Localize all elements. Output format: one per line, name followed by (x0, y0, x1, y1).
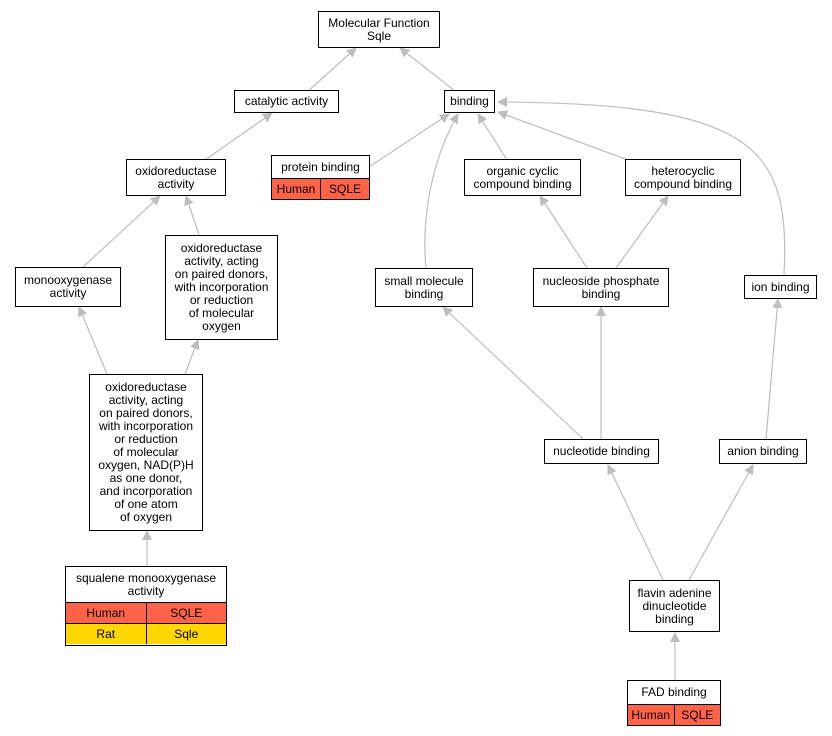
annotation-row-human: Human SQLE (272, 178, 369, 199)
node-flavin-label: flavin adenine dinucleotide binding (637, 585, 712, 626)
node-anion-binding[interactable]: anion binding (719, 439, 807, 464)
node-oxidoreductase-nadph-label: oxidoreductase activity, acting on paire… (98, 380, 194, 524)
species-cell: Rat (66, 624, 146, 644)
node-catalytic-activity[interactable]: catalytic activity (234, 90, 339, 113)
edge-protein-to-binding (368, 113, 450, 168)
node-nucleotide-binding-label: nucleotide binding (553, 444, 650, 458)
node-nucleotide-binding[interactable]: nucleotide binding (544, 439, 659, 464)
edge-nadph-to-paired (184, 339, 200, 375)
node-binding[interactable]: binding (444, 90, 495, 113)
edge-organic-to-binding (477, 113, 508, 161)
edge-oxidoreductase-to-catalytic (204, 112, 273, 161)
node-anion-binding-label: anion binding (727, 444, 799, 458)
node-heterocyclic-label: heterocyclic compound binding (633, 163, 733, 191)
node-oxidoreductase-paired-label: oxidoreductase activity, acting on paire… (174, 241, 269, 333)
gene-cell: Sqle (145, 624, 226, 644)
gene-cell: SQLE (320, 179, 369, 199)
node-flavin-adenine-dinucleotide-binding[interactable]: flavin adenine dinucleotide binding (629, 580, 720, 632)
edge-monooxygenase-to-oxidoreductase (82, 195, 161, 268)
node-protein-binding[interactable]: protein binding Human SQLE (271, 155, 370, 200)
node-squalene-monooxygenase-activity[interactable]: squalene monooxygenase activity Human SQ… (65, 566, 227, 646)
species-cell: Human (628, 705, 674, 725)
node-heterocyclic-compound-binding[interactable]: heterocyclic compound binding (625, 159, 741, 196)
node-organic-cyclic-compound-binding[interactable]: organic cyclic compound binding (464, 159, 581, 196)
edge-small-molecule-to-binding (424, 113, 459, 270)
edge-anion-to-ion (765, 298, 783, 440)
edge-paired-to-oxidoreductase (184, 195, 200, 236)
edge-heterocyclic-to-binding (497, 110, 629, 161)
node-ion-binding[interactable]: ion binding (744, 275, 817, 299)
node-catalytic-activity-label: catalytic activity (244, 94, 329, 108)
node-squalene-label: squalene monooxygenase activity (75, 570, 217, 598)
node-fad-binding[interactable]: FAD binding Human SQLE (627, 680, 721, 726)
species-cell: Human (66, 603, 146, 623)
edge-ion-to-binding (497, 97, 786, 276)
annotation-row-rat: Rat Sqle (66, 623, 226, 644)
node-oxidoreductase-paired-donors[interactable]: oxidoreductase activity, acting on paire… (165, 235, 278, 340)
node-organic-cyclic-label: organic cyclic compound binding (473, 163, 572, 191)
edge-nucleoside-to-organic (539, 195, 588, 269)
node-oxidoreductase-nadph[interactable]: oxidoreductase activity, acting on paire… (89, 374, 203, 531)
node-oxidoreductase-activity-label: oxidoreductase activity (135, 163, 217, 191)
node-small-molecule-binding[interactable]: small molecule binding (375, 268, 473, 307)
node-ion-binding-label: ion binding (751, 279, 810, 294)
node-monooxygenase-label: monooxygenase activity (23, 273, 113, 300)
node-fad-binding-label: FAD binding (641, 685, 707, 699)
node-protein-binding-label: protein binding (281, 159, 360, 174)
node-molecular-function-label: Molecular Function Sqle (328, 15, 430, 43)
annotation-row-human: Human SQLE (628, 704, 720, 725)
edge-flavin-to-anion (688, 464, 754, 581)
node-nucleoside-phosphate-label: nucleoside phosphate binding (542, 273, 660, 301)
species-cell: Human (272, 179, 320, 199)
node-molecular-function[interactable]: Molecular Function Sqle (318, 11, 440, 48)
node-monooxygenase-activity[interactable]: monooxygenase activity (15, 267, 121, 307)
edge-catalytic-to-root (307, 47, 357, 92)
node-small-molecule-label: small molecule binding (384, 273, 464, 301)
edge-flavin-to-nucleotide (607, 464, 664, 581)
edge-binding-to-root (399, 47, 456, 92)
node-nucleoside-phosphate-binding[interactable]: nucleoside phosphate binding (533, 268, 669, 307)
node-oxidoreductase-activity[interactable]: oxidoreductase activity (126, 159, 226, 196)
edge-nucleotide-to-small-molecule (442, 306, 584, 440)
edge-nucleoside-to-heterocyclic (615, 195, 669, 269)
gene-cell: SQLE (145, 603, 226, 623)
annotation-row-human: Human SQLE (66, 602, 226, 623)
edge-nadph-to-monooxygenase (77, 306, 108, 375)
node-binding-label: binding (450, 94, 489, 108)
gene-cell: SQLE (673, 705, 720, 725)
